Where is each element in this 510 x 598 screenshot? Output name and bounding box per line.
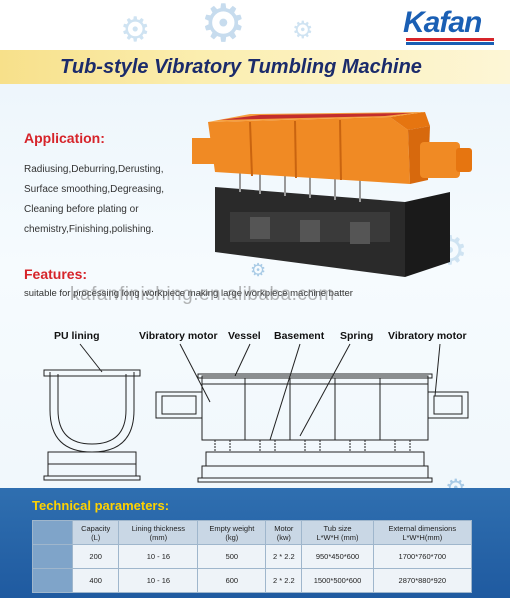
features-text: suitable for processing long workpiece m… [24,288,353,299]
application-line: Radiusing,Deburring,Derusting, [24,164,164,175]
table-cell: 200 [71,544,120,569]
technical-heading: Technical parameters: [32,498,170,513]
table-cell: 2 * 2.2 [265,568,303,593]
table-cell: 2 * 2.2 [265,544,303,569]
application-line: Cleaning before plating or [24,204,139,215]
gear-icon: ⚙ [250,260,267,281]
machine-photo [192,112,472,277]
label-vessel: Vessel [228,330,261,342]
brand-logo: Kafan [403,6,482,39]
header-band [0,0,510,50]
row-marker [32,544,73,569]
gear-icon: ⚙ [120,10,151,50]
table-cell: 400 [71,568,120,593]
application-line: chemistry,Finishing,polishing. [24,224,154,235]
gear-icon: ⚙ [292,16,314,44]
table-corner [32,520,73,545]
application-heading: Application: [24,130,105,146]
logo-underline-red [406,38,494,41]
column-header: Capacity(L) [71,520,120,545]
technical-drawing [43,343,469,483]
gear-icon: ⚙ [200,0,247,54]
table-row: 400 10 - 16 600 2 * 2.2 1500*500*600 287… [32,568,473,593]
parameters-table: Capacity(L) Lining thickness(mm) Empty w… [32,520,473,593]
label-vibratory-motor-left: Vibratory motor [139,330,218,342]
logo-underline-blue [406,42,494,45]
table-cell: 10 - 16 [118,544,199,569]
table-cell: 500 [197,544,267,569]
table-cell: 1500*500*600 [301,568,374,593]
column-header: Lining thickness(mm) [118,520,199,545]
column-header: Motor(kw) [265,520,303,545]
title-bar [0,50,510,84]
table-cell: 10 - 16 [118,568,199,593]
table-cell: 2870*880*920 [372,568,473,593]
application-line: Surface smoothing,Degreasing, [24,184,165,195]
application-text: Radiusing,Deburring,Derusting, Surface s… [24,160,214,240]
features-heading: Features: [24,266,88,282]
table-header-row: Capacity(L) Lining thickness(mm) Empty w… [32,520,473,545]
page-title: Tub-style Vibratory Tumbling Machine [60,56,422,78]
label-spring: Spring [340,330,374,342]
label-basement: Basement [274,330,325,342]
table-cell: 950*450*600 [301,544,374,569]
column-header: Empty weight(kg) [197,520,267,545]
label-vibratory-motor-right: Vibratory motor [388,330,467,342]
row-marker [32,568,73,593]
table-cell: 1700*760*700 [372,544,473,569]
table-cell: 600 [197,568,267,593]
watermark: kafanfinishing.en.alibaba.com [70,284,335,305]
table-row: 200 10 - 16 500 2 * 2.2 950*450*600 1700… [32,544,473,569]
label-pu-lining: PU lining [54,330,100,342]
